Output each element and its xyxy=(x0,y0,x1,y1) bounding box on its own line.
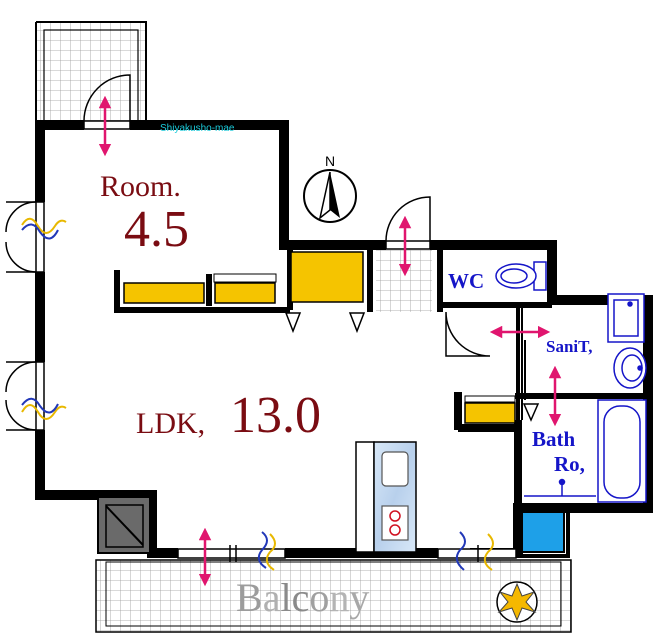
bathtub-icon xyxy=(524,399,647,503)
station-label: Shiyakusho-mae xyxy=(160,123,235,134)
sanitary-label: SaniT, xyxy=(546,337,592,356)
sink-icon xyxy=(381,451,409,487)
ldk-size-label: 13.0 xyxy=(230,387,321,444)
washbasin-icon xyxy=(607,293,647,389)
interior-walls xyxy=(114,245,648,508)
left-windows xyxy=(5,201,67,431)
water-heater xyxy=(521,511,565,553)
compass-icon: N xyxy=(303,153,357,223)
kitchen-counter xyxy=(355,441,417,553)
compass-north-label: N xyxy=(325,153,335,169)
sun-icon xyxy=(496,581,538,623)
balcony-windows xyxy=(177,531,517,571)
ldk-name-label: LDK, xyxy=(136,407,205,440)
toilet-icon xyxy=(495,261,547,291)
bath-label-line1: Bath xyxy=(532,427,576,451)
wc-label: WC xyxy=(448,269,484,293)
room-size-label: 4.5 xyxy=(124,201,189,258)
room-name-label: Room. xyxy=(100,170,181,203)
balcony-label: Balcony xyxy=(236,575,369,620)
bath-label-line2: Ro, xyxy=(554,452,585,476)
balcony-area xyxy=(95,559,572,633)
stove-icon xyxy=(381,505,409,541)
pipe-shaft xyxy=(97,496,151,554)
door-arrows xyxy=(98,95,562,587)
storage-closets xyxy=(123,251,540,424)
entrance-door xyxy=(385,196,431,250)
wc-door xyxy=(445,311,491,357)
